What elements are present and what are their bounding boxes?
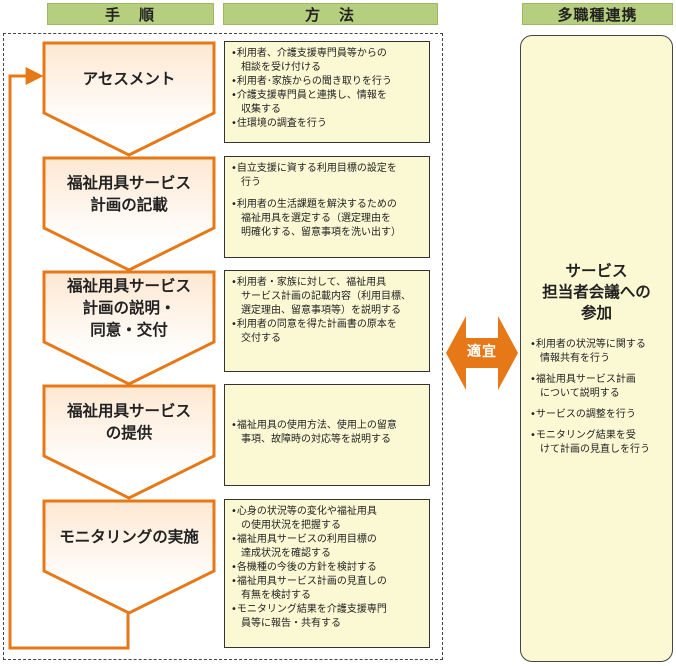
method-line: •利用者・家族に対して、福祉用具: [231, 277, 387, 288]
method-line: •利用者の同意を得た計画書の原本を: [231, 319, 397, 330]
service-meeting-title-line: 参加: [580, 304, 612, 322]
header-method: 方 法: [223, 3, 438, 25]
method-line: 収集する: [231, 104, 281, 115]
method-line: •利用者の生活課題を解決するための: [231, 199, 397, 210]
method-line: サービス計画の記載内容（利用目標、: [231, 291, 411, 302]
step-label-line: 計画の記載: [90, 196, 168, 214]
method-line: •介護支援専門員と連携し、情報を: [231, 90, 387, 101]
method-box: •利用者・家族に対して、福祉用具 サービス計画の記載内容（利用目標、 選定理由、…: [224, 270, 430, 372]
step-label: 福祉用具サービス計画の説明・同意・交付: [42, 275, 216, 341]
method-line: •住環境の調査を行う: [231, 118, 327, 129]
double-arrow-icon: [446, 316, 518, 390]
step-label-line: 福祉用具サービス: [66, 174, 191, 192]
service-meeting-item: •モニタリング結果を受 けて計画の見直しを行う: [530, 430, 650, 455]
method-line: 事項、故障時の対応等を説明する: [231, 434, 391, 445]
method-line: •福祉用具サービス計画の見直しの: [231, 576, 387, 587]
as-needed-label: 適宜: [467, 344, 497, 360]
step-label-line: の提供: [105, 424, 153, 442]
method-line: 交付する: [231, 333, 281, 344]
step-label: モニタリングの実施: [42, 526, 216, 548]
service-meeting-item: •利用者の状況等に関する 情報共有を行う: [530, 339, 646, 364]
method-line: 達成状況を確認する: [231, 548, 331, 559]
method-line: の使用状況を把握する: [231, 520, 341, 531]
step-label-line: 福祉用具サービス: [66, 402, 191, 420]
method-line: 有無を検討する: [231, 590, 311, 601]
step-label-line: モニタリングの実施: [59, 528, 199, 546]
method-line: •モニタリング結果を介護支援専門: [231, 604, 387, 615]
process-dashed-frame: [3, 33, 443, 660]
method-line: 員等に報告・共有する: [231, 618, 341, 629]
service-meeting-item: •福祉用具サービス計画 について説明する: [530, 374, 636, 399]
service-meeting-title-line: サービス: [565, 262, 628, 280]
method-box: •心身の状況等の変化や福祉用具 の使用状況を把握する •福祉用具サービスの利用目標…: [224, 499, 430, 648]
step-label-line: 同意・交付: [90, 321, 168, 339]
step-chevron-shape: [42, 156, 216, 272]
method-line: •自立支援に資する利用目標の設定を: [231, 163, 397, 174]
step-chevron-shape: [42, 41, 216, 157]
step-chevron-shape: [42, 384, 216, 500]
step-label: 福祉用具サービスの提供: [42, 400, 216, 444]
method-line: •福祉用具の使用方法、使用上の留意: [231, 420, 397, 431]
step-label: アセスメント: [42, 68, 216, 90]
multi-disciplinary-box: サービス 担当者会議への 参加 •利用者の状況等に関する 情報共有を行う •福祉…: [520, 35, 673, 662]
header-step: 手 順: [47, 3, 214, 25]
service-meeting-items: •利用者の状況等に関する 情報共有を行う •福祉用具サービス計画 について説明す…: [530, 338, 668, 464]
step-label-line: アセスメント: [82, 70, 176, 88]
method-box: •自立支援に資する利用目標の設定を 行う •利用者の生活課題を解決するための 福祉…: [224, 156, 430, 258]
method-line: [231, 190, 425, 198]
method-line: •利用者･家族からの聞き取りを行う: [231, 76, 392, 87]
method-box: •利用者、介護支援専門員等からの 相談を受け付ける •利用者･家族からの聞き取りを…: [224, 41, 430, 143]
method-line: 行う: [231, 177, 261, 188]
header-multi-disciplinary: 多職種連携: [522, 3, 673, 25]
method-line: 明確化する、留意事項を洗い出す）: [231, 227, 401, 238]
step-label: 福祉用具サービス計画の記載: [42, 172, 216, 216]
method-box: •福祉用具の使用方法、使用上の留意 事項、故障時の対応等を説明する: [224, 384, 430, 486]
step-label-line: 計画の説明・: [82, 299, 176, 317]
service-meeting-title-line: 担当者会議への: [542, 283, 651, 301]
method-line: •各機種の今後の方針を検討する: [231, 562, 377, 573]
service-meeting-item: •サービスの調整を行う: [530, 409, 636, 420]
step-chevron-shape: [42, 499, 216, 615]
method-line: •福祉用具サービスの利用目標の: [231, 534, 377, 545]
service-meeting-title: サービス 担当者会議への 参加: [521, 261, 672, 324]
method-line: 福祉用具を選定する（選定理由を: [231, 213, 391, 224]
method-line: •利用者、介護支援専門員等からの: [231, 48, 387, 59]
method-line: •心身の状況等の変化や福祉用具: [231, 506, 377, 517]
method-line: 相談を受け付ける: [231, 62, 321, 73]
step-chevron-shape: [42, 270, 216, 386]
method-line: 選定理由、留意事項等）を説明する: [231, 305, 401, 316]
step-label-line: 福祉用具サービス: [66, 277, 191, 295]
